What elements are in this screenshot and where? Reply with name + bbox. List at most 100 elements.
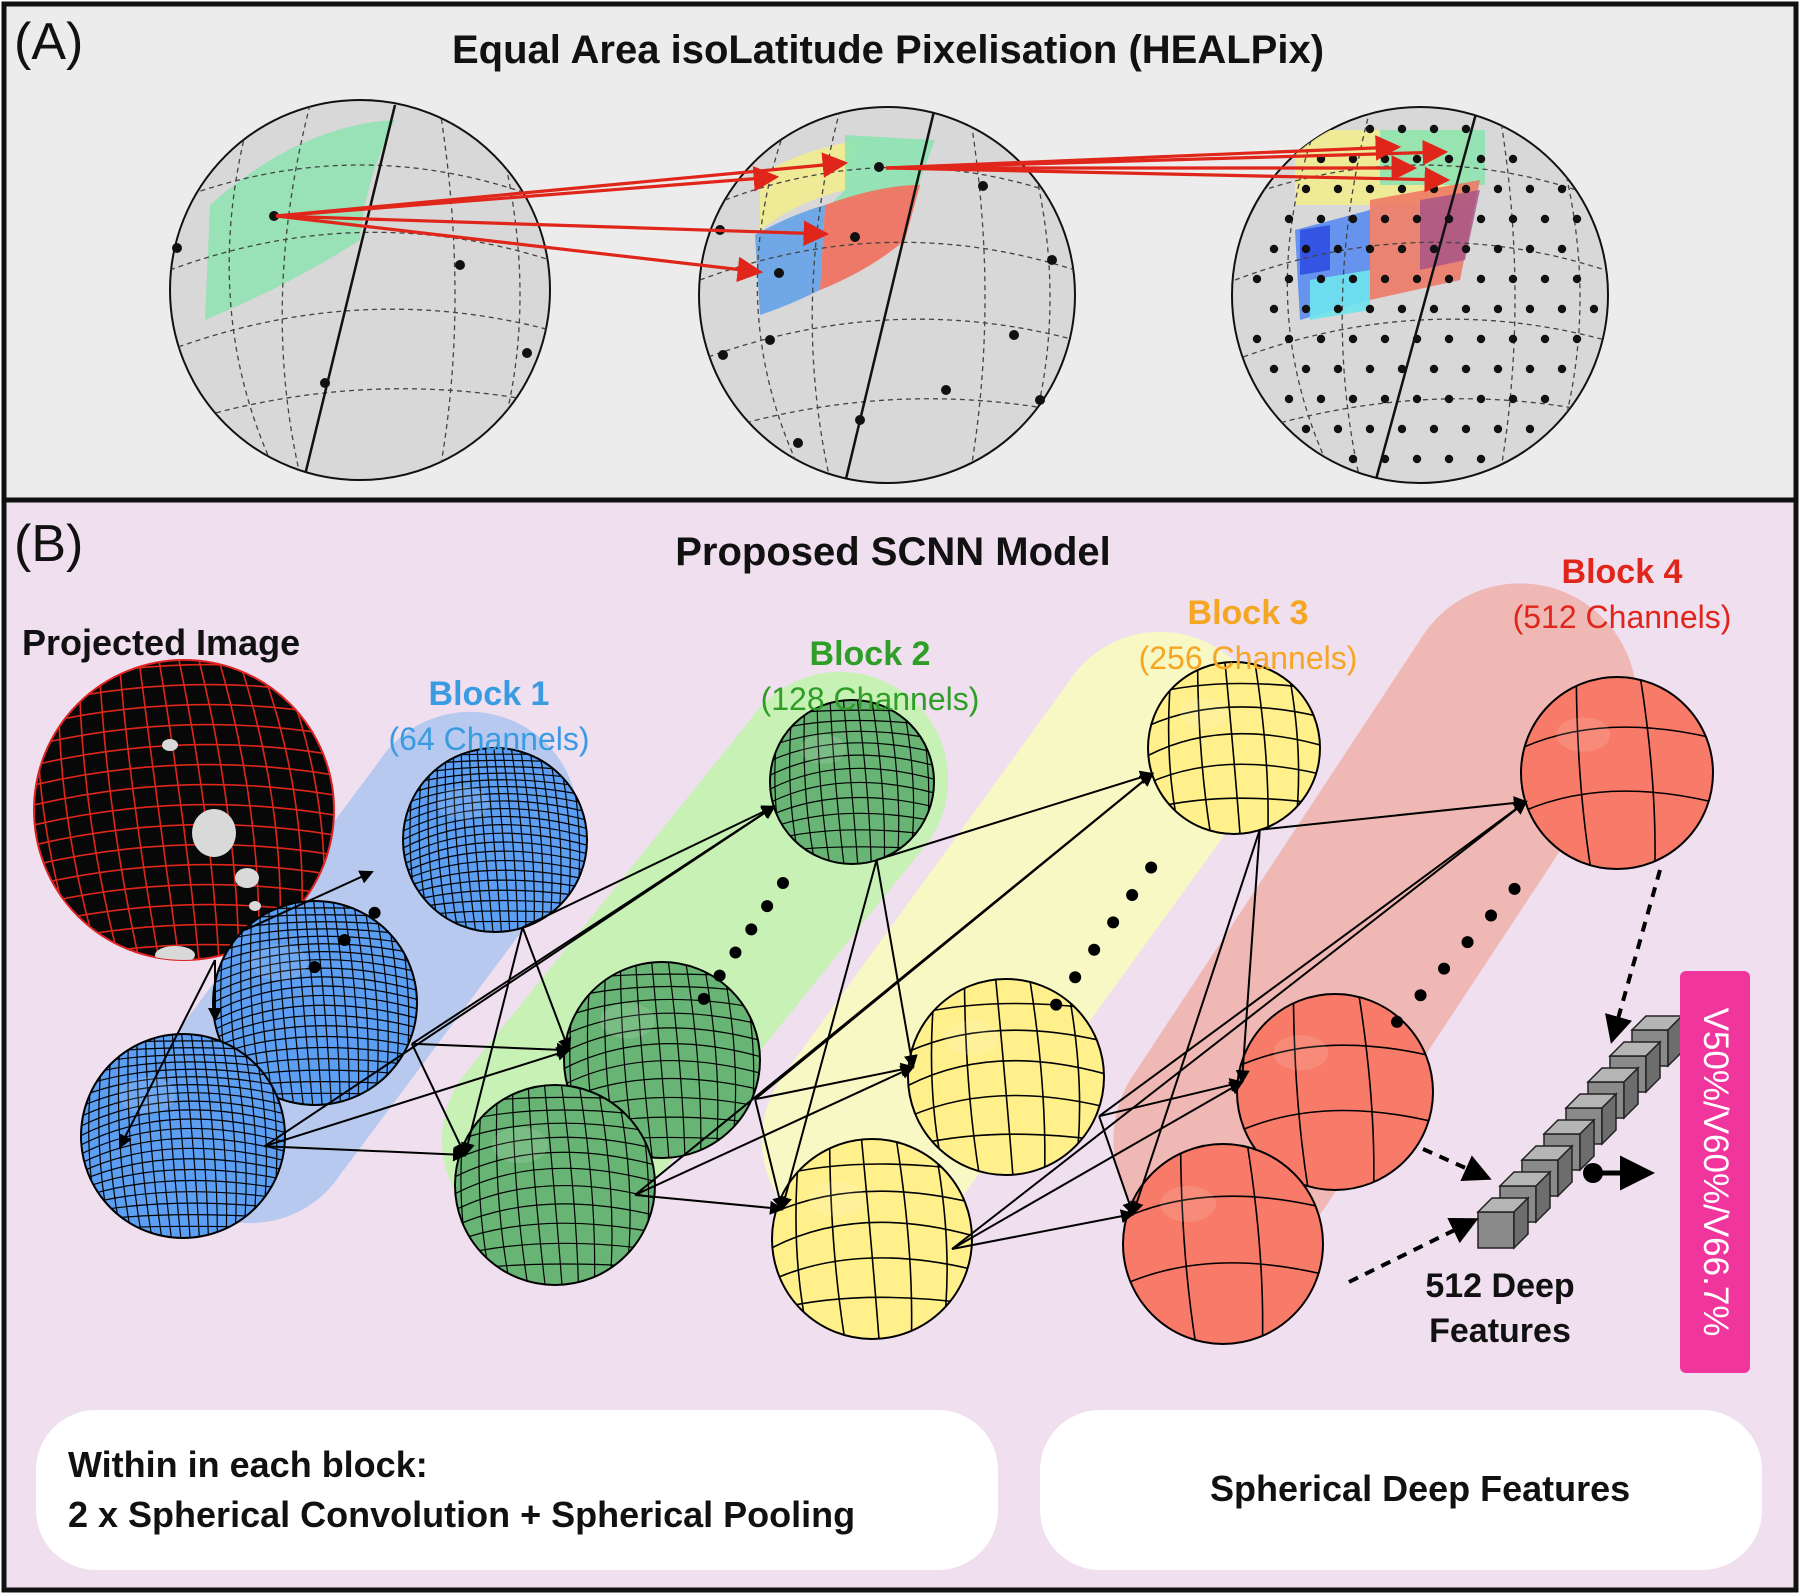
- block-1-name: Block 1: [428, 675, 550, 713]
- pixel-center-dot: [1397, 424, 1407, 434]
- connection-arrow: [461, 927, 524, 1157]
- pixel-center-dot: [1444, 454, 1454, 464]
- output-arrow: [1583, 1155, 1655, 1191]
- pixel-center-dot: [1333, 424, 1343, 434]
- pixel-center-dot: [1348, 394, 1358, 404]
- pixel-center-dot: [1493, 304, 1503, 314]
- pixel-center-dot: [1380, 214, 1390, 224]
- deep-features-label-line1: 512 Deep: [1425, 1267, 1575, 1305]
- connection-arrow: [410, 1043, 467, 1157]
- pixel-center-dot: [1429, 244, 1439, 254]
- ellipsis-dot: [1391, 1015, 1404, 1028]
- ellipsis-dot: [1508, 882, 1521, 895]
- pixel-center-dot: [1572, 334, 1582, 344]
- pixel-center-dot: [1397, 244, 1407, 254]
- pixel-center-dot: [1316, 334, 1326, 344]
- panel-b-title: Proposed SCNN Model: [675, 530, 1111, 574]
- pixel-center-dot: [1397, 184, 1407, 194]
- pixel-center-dot: [1269, 364, 1279, 374]
- pixel-center-dot: [1348, 454, 1358, 464]
- block-1-sphere-3: [80, 1033, 286, 1239]
- ellipsis-dot: [729, 946, 742, 959]
- block-3-channels: (256 Channels): [1138, 640, 1358, 676]
- pixel-center-dot: [1508, 214, 1518, 224]
- pixel-center-dot: [1493, 184, 1503, 194]
- ellipsis-dot: [1414, 989, 1427, 1002]
- pixel-center-dot: [1429, 424, 1439, 434]
- connection-arrow: [778, 859, 878, 1211]
- pixel-center-dot: [1476, 394, 1486, 404]
- pixel-center-dot: [1365, 244, 1375, 254]
- projected-image-label: Projected Image: [22, 622, 301, 663]
- pixel-center-dot: [1365, 364, 1375, 374]
- legend-label: Spherical Deep Features: [1210, 1468, 1631, 1509]
- block-3-sphere-3: [771, 1138, 973, 1340]
- pixel-center-dot: [1525, 304, 1535, 314]
- panel-a-title: Equal Area isoLatitude Pixelisation (HEA…: [451, 28, 1325, 72]
- pixel-center-dot: [1557, 184, 1567, 194]
- panel-a-label: (A): [14, 13, 84, 71]
- block-2-channels: (128 Channels): [760, 681, 980, 717]
- ellipsis-dot: [697, 992, 710, 1005]
- block-4-sphere-3: [1122, 1143, 1324, 1345]
- block-3-sphere-2: [907, 978, 1105, 1176]
- pixel-center-dot: [1348, 274, 1358, 284]
- pixel-center-dot: [1301, 424, 1311, 434]
- connection-arrow: [1098, 800, 1528, 1118]
- pixel-center-dot: [1412, 394, 1422, 404]
- feature-arrows: [1348, 869, 1662, 1284]
- legend-box: [1040, 1410, 1762, 1570]
- connection-arrow: [1130, 829, 1261, 1216]
- connection-arrow: [264, 1047, 571, 1148]
- connection-arrow: [634, 1194, 784, 1215]
- pixel-center-dot: [1525, 244, 1535, 254]
- pixel-center-dot: [1365, 304, 1375, 314]
- pixel-center-dot: [1429, 184, 1439, 194]
- pixel-center-dot: [1380, 394, 1390, 404]
- pixel-center-dot: [1508, 334, 1518, 344]
- connection-arrow: [951, 800, 1528, 1250]
- block-3-name: Block 3: [1187, 594, 1309, 632]
- pixel-center-dot: [1316, 394, 1326, 404]
- pixel-center-dot: [1444, 214, 1454, 224]
- pixel-center-dot: [1284, 214, 1294, 224]
- pixel-center-dot: [1557, 244, 1567, 254]
- pixel-center-dot: [1316, 214, 1326, 224]
- ellipsis-dot: [308, 961, 321, 974]
- pixel-center-dot: [1380, 454, 1390, 464]
- pixel-center-dot: [1412, 214, 1422, 224]
- ellipsis-dot: [1069, 971, 1082, 984]
- pixel-center-dot: [1476, 274, 1486, 284]
- pixel-center-dot: [1461, 184, 1471, 194]
- pixel-center-dot: [1429, 124, 1439, 134]
- block-note-line2: 2 x Spherical Convolution + Spherical Po…: [68, 1494, 856, 1535]
- ellipsis-dot: [713, 969, 726, 982]
- pixel-center-dot: [1476, 454, 1486, 464]
- pixel-center-dot: [1365, 184, 1375, 194]
- pixel-center-dot: [1397, 124, 1407, 134]
- pixel-center-dot: [1557, 364, 1567, 374]
- connection-arrows: [119, 770, 1528, 1250]
- ellipsis-dot: [745, 923, 758, 936]
- pixel-center-dot: [1476, 154, 1486, 164]
- pixel-center-dot: [1284, 274, 1294, 284]
- pixel-center-dot: [1380, 274, 1390, 284]
- block-4-channels: (512 Channels): [1512, 599, 1732, 635]
- connection-arrow: [411, 1042, 571, 1057]
- pixel-center-dot: [1508, 154, 1518, 164]
- pixel-center-dot: [1540, 334, 1550, 344]
- block-note-line1: Within in each block:: [68, 1444, 428, 1485]
- pixel-center-dot: [1348, 334, 1358, 344]
- healpix-level-2-pixel-centers: [1252, 124, 1599, 464]
- block-4-sphere-1: [1520, 676, 1714, 870]
- ellipsis-dot: [776, 877, 789, 890]
- output-box: V50%/V60%/V66.7%: [1680, 971, 1750, 1373]
- pixel-center-dot: [1333, 364, 1343, 374]
- pixel-center-dot: [1397, 304, 1407, 314]
- pixel-center-dot: [1493, 364, 1503, 374]
- connection-arrow: [522, 805, 776, 929]
- healpix-sphere-level-2: [1231, 106, 1609, 484]
- connection-arrow: [1259, 796, 1528, 831]
- pixel-center-dot: [1269, 244, 1279, 254]
